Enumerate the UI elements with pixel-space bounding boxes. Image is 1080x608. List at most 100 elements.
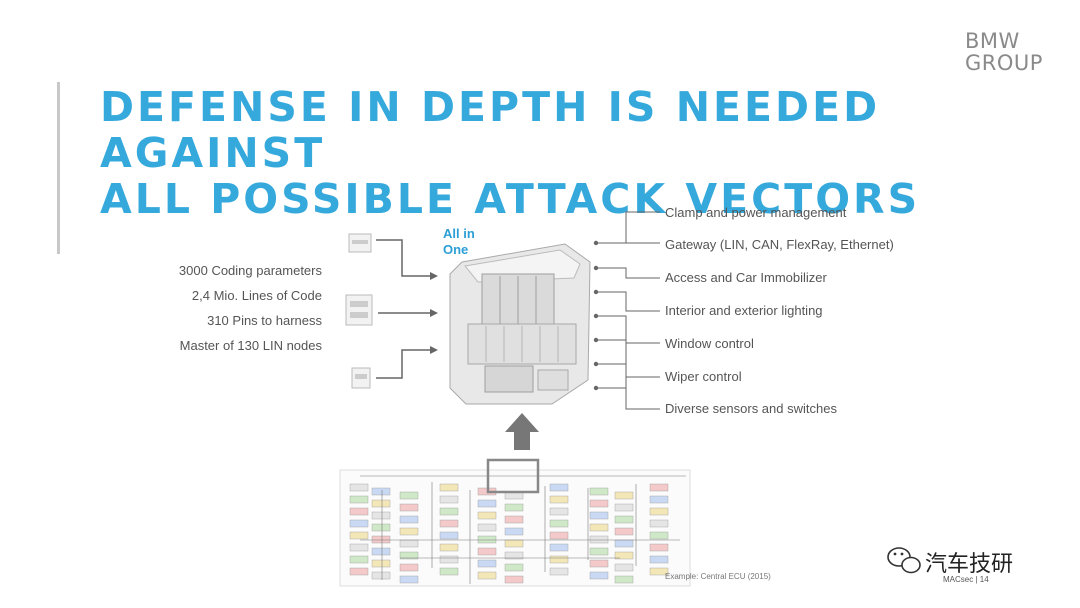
wiring-block (349, 495, 369, 504)
wiring-block (439, 531, 459, 540)
wiring-block (549, 507, 569, 516)
wiring-block (614, 563, 634, 572)
function-item: Clamp and power management (665, 205, 847, 220)
wiring-block (439, 483, 459, 492)
function-item: Diverse sensors and switches (665, 401, 837, 416)
function-item: Interior and exterior lighting (665, 303, 823, 318)
wiring-block (371, 523, 391, 532)
wiring-block (371, 559, 391, 568)
wiring-block (649, 531, 669, 540)
wiring-block (504, 551, 524, 560)
wiring-block (614, 527, 634, 536)
wiring-block (399, 491, 419, 500)
watermark-text: 汽车技研 (925, 552, 1014, 577)
wiring-block (349, 519, 369, 528)
wiring-block (589, 523, 609, 532)
wiring-block (371, 535, 391, 544)
function-item: Gateway (LIN, CAN, FlexRay, Ethernet) (665, 237, 894, 252)
brand-line-2: GROUP (965, 51, 1043, 75)
wiring-block (549, 483, 569, 492)
chip-icon (348, 233, 372, 253)
brand-logo: BMW GROUP (965, 30, 1043, 74)
wiring-block (649, 555, 669, 564)
wiring-block (649, 567, 669, 576)
wiring-block (399, 575, 419, 584)
wiring-block (549, 519, 569, 528)
wiring-block (477, 523, 497, 532)
wiring-block (504, 539, 524, 548)
wiring-block (439, 555, 459, 564)
wiring-block (349, 483, 369, 492)
wiring-block (439, 543, 459, 552)
wiring-block (614, 539, 634, 548)
wiring-block (399, 515, 419, 524)
wiring-block (589, 487, 609, 496)
wiring-block (504, 563, 524, 572)
wiring-block (649, 543, 669, 552)
wiring-block (399, 551, 419, 560)
wiring-block (349, 555, 369, 564)
fact-item: Master of 130 LIN nodes (179, 338, 322, 353)
wiring-block (504, 527, 524, 536)
wiring-block (371, 571, 391, 580)
wiring-block (477, 535, 497, 544)
wiring-block (399, 563, 419, 572)
wiring-block (477, 511, 497, 520)
ecu-module-image (449, 243, 591, 405)
ecu-facts-list: 3000 Coding parameters 2,4 Mio. Lines of… (150, 258, 322, 358)
highlight-box (486, 458, 540, 494)
wiring-block (439, 495, 459, 504)
wiring-block (439, 519, 459, 528)
wiring-block (549, 555, 569, 564)
wiring-block (504, 575, 524, 584)
wiring-block (477, 571, 497, 580)
title-line-2: ALL POSSIBLE ATTACK VECTORS (100, 175, 921, 223)
wiring-block (549, 567, 569, 576)
wiring-block (439, 507, 459, 516)
function-item: Window control (665, 336, 754, 351)
wiring-block (504, 503, 524, 512)
wiring-block (349, 531, 369, 540)
wiring-block (589, 535, 609, 544)
wiring-block (649, 507, 669, 516)
wiring-block (399, 539, 419, 548)
wiring-block (371, 499, 391, 508)
wiring-block (589, 559, 609, 568)
wiring-block (589, 499, 609, 508)
wiring-block (549, 531, 569, 540)
wiring-block (614, 575, 634, 584)
wiring-block (614, 491, 634, 500)
ecu-label-line-2: One (443, 242, 469, 257)
slide-title: DEFENSE IN DEPTH IS NEEDED AGAINST ALL P… (100, 84, 1080, 222)
wiring-block (477, 559, 497, 568)
wiring-block (649, 495, 669, 504)
wiring-block (549, 543, 569, 552)
wiring-block (477, 547, 497, 556)
footer-separator: | (975, 575, 978, 584)
wiring-block (371, 547, 391, 556)
wiring-block (589, 571, 609, 580)
wiring-block (371, 487, 391, 496)
wiring-block (399, 503, 419, 512)
chip-icon (351, 367, 371, 389)
accent-bar (57, 82, 60, 254)
watermark: 汽车技研 (885, 546, 1013, 578)
title-line-1: DEFENSE IN DEPTH IS NEEDED AGAINST (100, 83, 881, 177)
fact-item: 310 Pins to harness (207, 313, 322, 328)
ecu-label: All in One (443, 226, 475, 258)
wiring-block (439, 567, 459, 576)
chip-connectors (376, 239, 438, 379)
figure-caption: Example: Central ECU (2015) (665, 572, 771, 581)
wiring-block (549, 495, 569, 504)
footer-label: MACsec (943, 575, 974, 584)
wiring-block (614, 503, 634, 512)
fact-item: 2,4 Mio. Lines of Code (191, 288, 322, 303)
chip-icon (345, 294, 373, 326)
function-item: Wiper control (665, 369, 742, 384)
wiring-block (649, 483, 669, 492)
wiring-block (589, 511, 609, 520)
slide-footer: MACsec | 14 (943, 575, 989, 584)
wiring-block (504, 515, 524, 524)
page-number: 14 (979, 575, 989, 584)
